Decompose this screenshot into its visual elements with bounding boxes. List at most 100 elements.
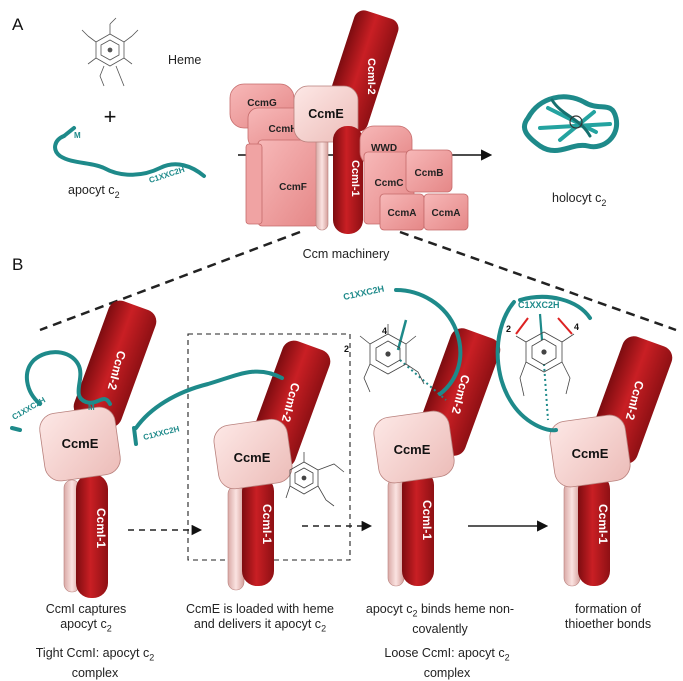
- step3-heme-icon: [359, 324, 425, 393]
- step4-motif-cxxch: C1XXC2H: [518, 300, 560, 310]
- loose-complex-line2: complex: [423, 665, 471, 680]
- apocyt-chain-tip: [62, 126, 76, 138]
- step3-caption-sub: 2: [412, 608, 418, 619]
- plus-sign: +: [104, 104, 117, 129]
- ccmg-label: CcmG: [247, 98, 277, 109]
- heme-label: Heme: [168, 53, 201, 67]
- tight-complex-line1-text: Tight CcmI: apocyt c: [35, 646, 150, 660]
- step4-heme-icon: [515, 331, 575, 397]
- step1-ccme-label: CcmE: [62, 436, 99, 451]
- tight-complex-line1: Tight CcmI: apocyt c2: [10, 646, 180, 666]
- apocyt-chain: [53, 134, 206, 178]
- step4-apocyt-chain-left: [495, 300, 558, 433]
- step2-caption-line2: and delivers it apocyt c2: [160, 617, 360, 637]
- step3-dotted-bond: [399, 359, 447, 401]
- step1-caption-sub: 2: [106, 623, 112, 634]
- ccmi2-label-a: CcmI-2: [365, 58, 377, 95]
- loose-complex-line1: Loose CcmI: apocyt c2: [362, 646, 532, 666]
- step1-caption-line1: CcmI captures: [45, 602, 127, 616]
- step2-ccme-shape: [213, 418, 293, 490]
- step2-apocyt-chain: [134, 369, 284, 430]
- heme-structure-icon: [81, 17, 139, 87]
- step4-dotted-bond: [543, 363, 549, 421]
- step4-apocyt-chain-top: [518, 294, 592, 320]
- step3-caption-line1: apocyt c2 binds heme non-: [360, 602, 520, 622]
- zoom-line-left: [39, 230, 301, 332]
- step4-ccme-stalk: [563, 481, 581, 587]
- step4-ccmi1-shape: [578, 474, 610, 586]
- step3-ccmi1-shape: [402, 470, 434, 586]
- ccma-shape-2: [423, 193, 469, 231]
- step4-complex: CcmI-2 CcmI-1 CcmE C1XXC2H 2 4: [495, 294, 673, 587]
- step1-caption-line2-text: apocyt c: [60, 617, 107, 631]
- step1-motif-m: M: [88, 403, 95, 412]
- ccmi1-shape-a: [333, 126, 363, 234]
- panel-label-b: B: [12, 255, 23, 274]
- loose-complex-caption: Loose CcmI: apocyt c2 complex: [362, 646, 532, 681]
- machinery-label: Ccm machinery: [303, 247, 391, 261]
- ccmf-edge: [245, 143, 263, 225]
- step3-apocyt-chain: [394, 288, 463, 396]
- step2-caption-sub: 2: [321, 623, 327, 634]
- step3-cys-bond: [396, 319, 408, 351]
- step1-caption: CcmI captures apocyt c2: [22, 602, 150, 637]
- tight-complex-sub: 2: [149, 652, 155, 663]
- motif-cxxch-a: C1XXC2H: [148, 165, 186, 185]
- tight-complex-line2: complex: [71, 665, 119, 680]
- holocyt-label: holocyt c2: [552, 191, 606, 208]
- step2-ccme-stalk: [227, 485, 245, 591]
- wwd-label: WWD: [371, 143, 397, 154]
- step4-caption-line1: formation of: [574, 602, 641, 616]
- step1-motif-cxxch: C1XXC2H: [11, 395, 48, 421]
- step3-complex: CcmI-2 CcmI-1 CcmE C1XXC2H 4 2: [342, 284, 501, 587]
- step3-caption-line1-text: apocyt c: [365, 602, 413, 616]
- ccmc-label: CcmC: [375, 178, 404, 189]
- zoom-line-right: [399, 230, 677, 332]
- step4-thioether-1: [515, 317, 529, 335]
- step4-ccmi1-label: CcmI-1: [596, 504, 610, 544]
- step3-ccme-label: CcmE: [394, 442, 431, 457]
- step1-chain-end: [10, 426, 22, 432]
- ccma-label-1: CcmA: [388, 208, 417, 219]
- ccmi1-label-a: CcmI-1: [349, 160, 361, 197]
- step1-ccmi1-shape: [76, 474, 108, 598]
- step3-heme-num-4: 4: [382, 326, 387, 336]
- step3-ccme-shape: [373, 410, 455, 484]
- step2-complex: CcmI-2 CcmI-1 CcmE C1XXC2H: [132, 340, 345, 591]
- step3-ccmi1-label: CcmI-1: [420, 500, 434, 540]
- apocyt-label: apocyt c2: [68, 183, 120, 200]
- step3-caption-line2: covalently: [412, 621, 468, 636]
- step2-caption-line1: CcmE is loaded with heme: [186, 602, 334, 616]
- ccm-machinery: CcmI-2 CcmG CcmH CcmF CcmE CcmI-1 WWD Cc…: [229, 10, 469, 234]
- step2-caption: CcmE is loaded with heme and delivers it…: [160, 602, 360, 637]
- ccmb-shape: [405, 149, 453, 193]
- step4-heme-num-2: 2: [506, 324, 511, 334]
- step3-caption: apocyt c2 binds heme non- covalently: [360, 602, 520, 637]
- ccma-label-2: CcmA: [432, 208, 461, 219]
- step3-heme-num-2: 2: [344, 344, 349, 354]
- step2-ccmi1-label: CcmI-1: [260, 504, 274, 544]
- step4-cys-bond: [538, 313, 544, 341]
- ccmf-label: CcmF: [279, 182, 307, 193]
- step2-ccmi1-shape: [242, 476, 274, 586]
- step2-heme-icon: [285, 452, 345, 507]
- loose-complex-sub: 2: [504, 652, 510, 663]
- step4-ccme-shape: [549, 414, 631, 488]
- step1-ccmi2-shape: [73, 300, 157, 428]
- ccmb-label: CcmB: [415, 168, 444, 179]
- step2-chain-end: [132, 426, 138, 446]
- step1-complex: CcmI-2 CcmI-1 CcmE C1XXC2H M: [10, 300, 157, 598]
- step2-ccme-label: CcmE: [234, 450, 271, 465]
- step1-apocyt-chain: [24, 350, 112, 406]
- step2-caption-line2-text: and delivers it apocyt c: [193, 617, 322, 631]
- panel-label-a: A: [12, 15, 24, 34]
- tight-complex-caption: Tight CcmI: apocyt c2 complex: [10, 646, 180, 681]
- step4-thioether-2: [557, 317, 573, 335]
- holocyt-ribbon-icon: [522, 94, 620, 153]
- step4-caption-line2: thioether bonds: [564, 617, 652, 631]
- step3-ccme-stalk: [387, 477, 405, 587]
- step2-motif-cxxch: C1XXC2H: [142, 424, 180, 442]
- step4-ccme-label: CcmE: [572, 446, 609, 461]
- step3-caption-line1-tail: binds heme non-: [417, 602, 515, 616]
